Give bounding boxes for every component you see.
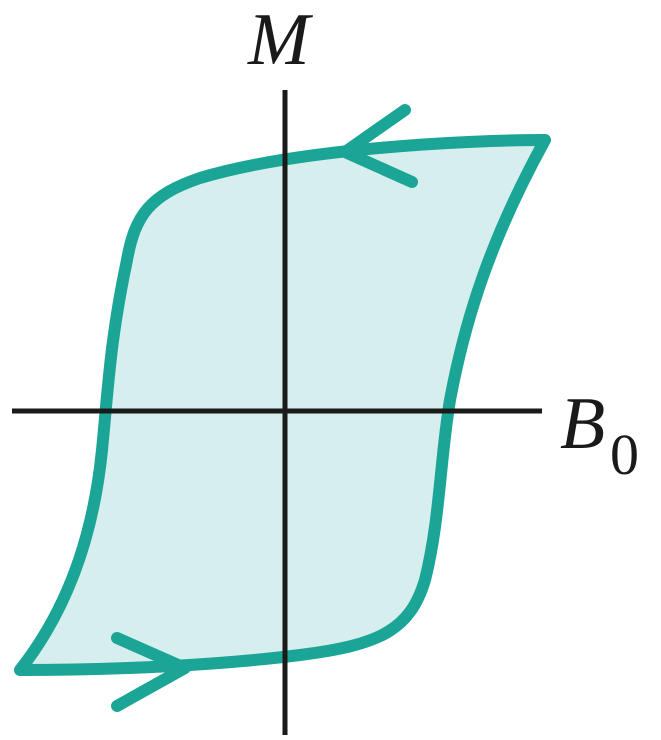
leftward-arrow-top-branch (339, 104, 418, 188)
vertical-axis-label: M (247, 0, 314, 81)
horizontal-axis-label: B (560, 383, 605, 465)
rightward-arrow-bottom-branch (111, 632, 191, 712)
horizontal-axis-subscript: 0 (610, 422, 639, 487)
